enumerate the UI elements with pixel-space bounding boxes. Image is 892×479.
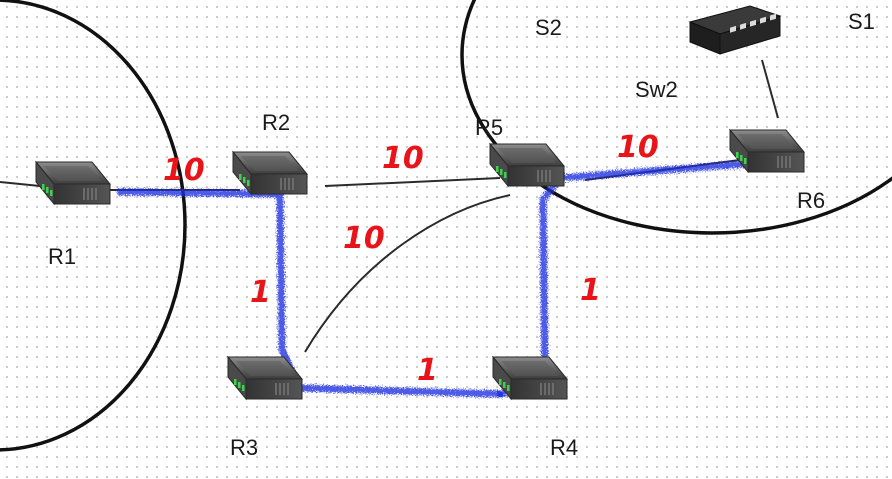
link-r1-external <box>0 181 41 187</box>
switch-sw2 <box>688 5 782 55</box>
label-r1: R1 <box>48 244 76 269</box>
cost-r3-r5: 10 <box>343 221 385 256</box>
label-r2: R2 <box>262 110 290 135</box>
link-sw2-r6 <box>761 59 779 119</box>
label-r5: R5 <box>475 115 503 140</box>
label-r6: R6 <box>797 188 825 213</box>
area-s1-boundary <box>460 0 892 235</box>
cost-r1-r2: 10 <box>163 153 205 188</box>
cost-r2-r5: 10 <box>382 141 424 176</box>
label-r4: R4 <box>550 435 578 460</box>
label-r3: R3 <box>230 435 258 460</box>
label-area-s2: S2 <box>535 15 562 40</box>
label-sw2: Sw2 <box>635 77 678 102</box>
router-r2-icon <box>232 151 308 195</box>
link-r3-r5 <box>304 194 511 353</box>
area-left-boundary <box>0 0 187 452</box>
cost-r5-r4: 1 <box>580 273 601 308</box>
router-r5-icon <box>489 143 565 187</box>
label-area-s1: S1 <box>848 9 875 34</box>
highlighted-path-r1-r2-r3 <box>116 188 504 398</box>
cost-r2-r3: 1 <box>250 275 271 310</box>
router-r1-icon <box>35 161 111 205</box>
link-r2-r5 <box>324 177 501 187</box>
cost-r5-r6: 10 <box>617 130 659 165</box>
cost-r3-r4: 1 <box>417 353 438 388</box>
